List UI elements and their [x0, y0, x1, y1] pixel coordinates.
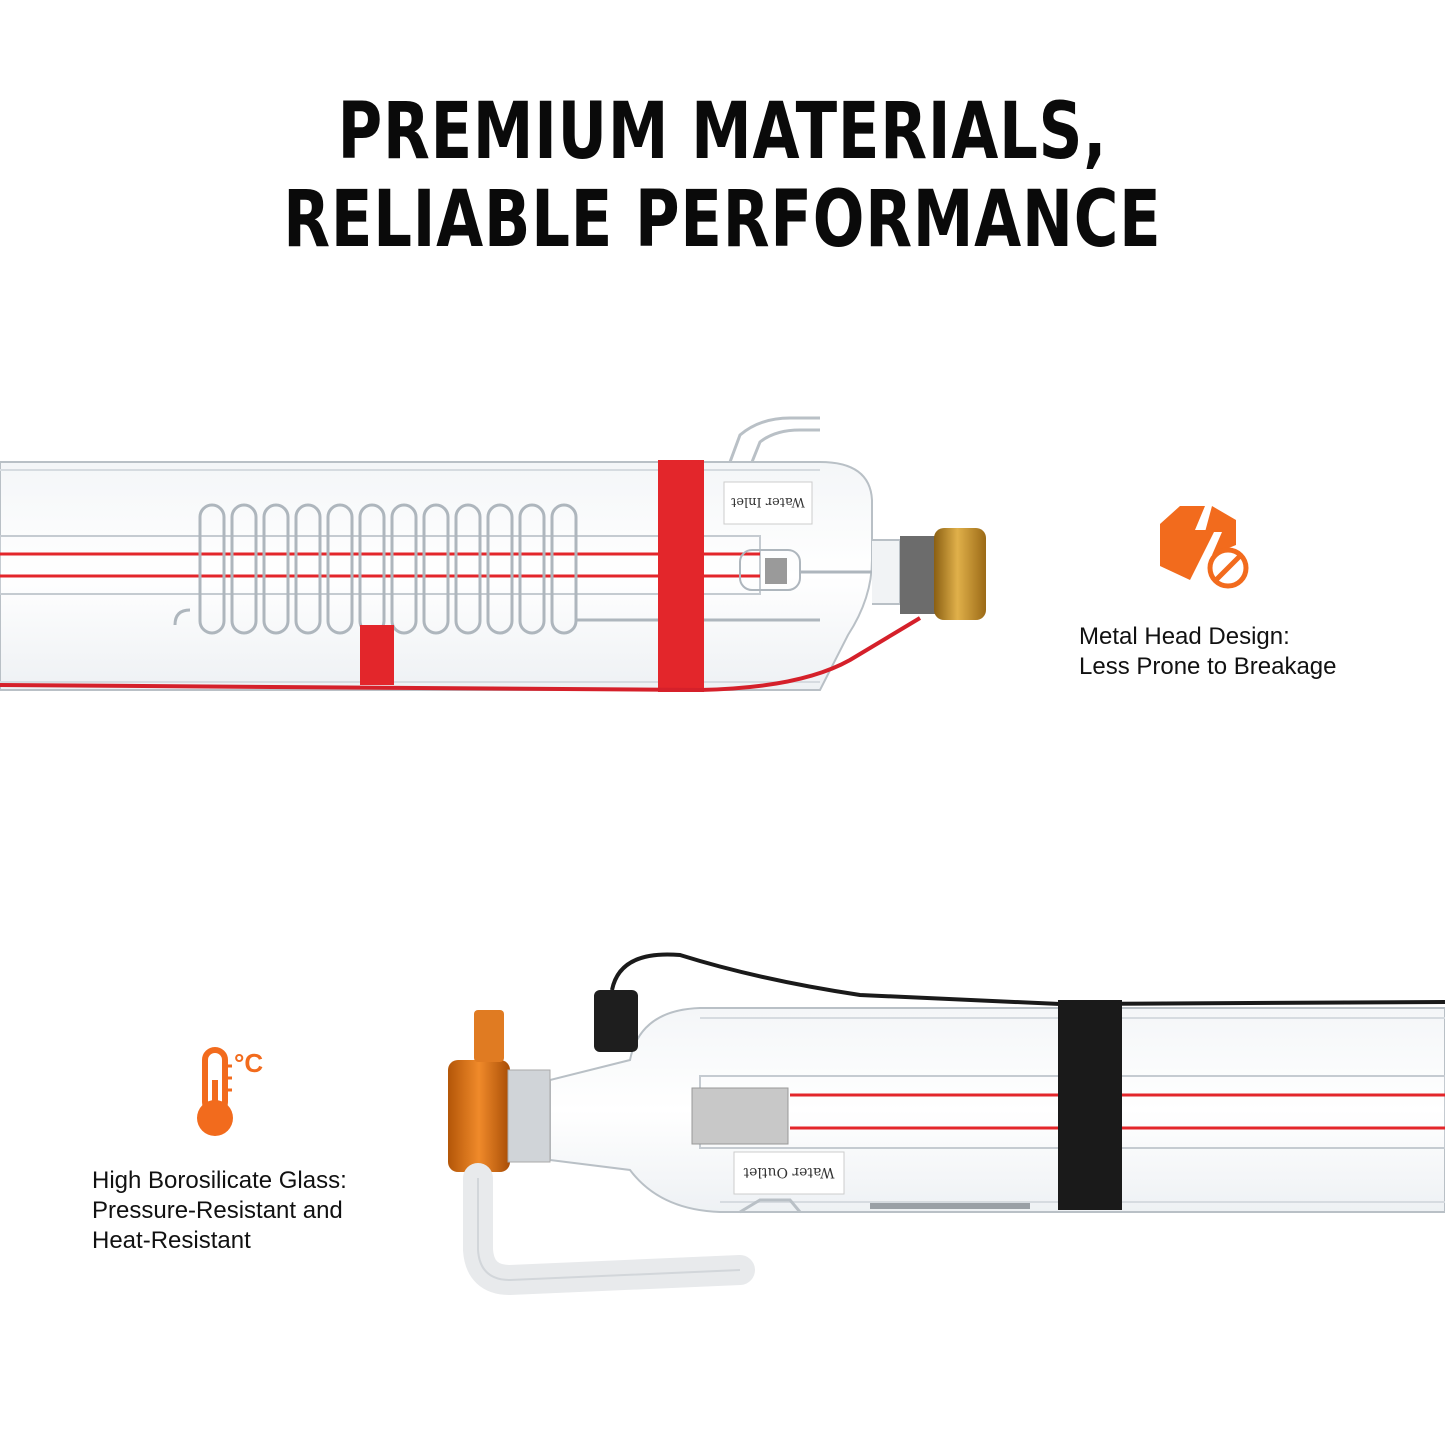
feature-metal-head-title: Metal Head Design: — [1079, 623, 1290, 650]
copper-nozzle — [474, 1010, 504, 1062]
electrode — [691, 1087, 789, 1145]
page-title: PREMIUM MATERIALS, RELIABLE PERFORMANCE — [159, 88, 1286, 264]
water-inlet-label: Water Inlet — [730, 494, 805, 509]
feature-glass-desc-2: Heat-Resistant — [92, 1227, 251, 1254]
feature-metal-head-desc: Less Prone to Breakage — [1079, 653, 1337, 680]
water-inlet-sticker — [723, 481, 813, 525]
feature-borosilicate-glass: High Borosilicate Glass: Pressure-Resist… — [92, 1166, 347, 1256]
cooling-coil — [173, 503, 820, 635]
outer-glass-tube — [549, 1007, 1445, 1213]
laser-tube-glass-end: Water Outlet — [448, 952, 1445, 1296]
black-strap — [1058, 1000, 1122, 1210]
metal-head-ring — [900, 536, 936, 614]
feature-metal-head: Metal Head Design: Less Prone to Breakag… — [1079, 622, 1337, 682]
metal-head-cap — [934, 528, 986, 620]
red-strap — [658, 460, 704, 692]
feature-glass-title: High Borosilicate Glass: — [92, 1167, 347, 1194]
headline-line-2: RELIABLE PERFORMANCE — [283, 175, 1162, 265]
wire-boot — [594, 990, 638, 1052]
thermometer-celsius-icon: °C — [197, 1047, 263, 1136]
broken-metal-prohibited-icon — [1160, 506, 1249, 589]
water-inlet-nozzle — [728, 416, 820, 463]
red-tag — [360, 625, 394, 685]
copper-head — [448, 1060, 510, 1172]
inner-tube — [0, 535, 761, 595]
celsius-label: °C — [234, 1048, 263, 1078]
water-outlet-label: Water Outlet — [743, 1164, 834, 1180]
electrode — [765, 558, 787, 584]
headline-line-1: PREMIUM MATERIALS, — [337, 87, 1108, 177]
water-outlet-sticker — [733, 1151, 845, 1195]
black-wire — [610, 952, 1445, 1007]
feature-glass-desc-1: Pressure-Resistant and — [92, 1197, 343, 1224]
red-wire — [0, 616, 922, 693]
laser-tube-metal-head: Water Inlet — [0, 416, 986, 693]
